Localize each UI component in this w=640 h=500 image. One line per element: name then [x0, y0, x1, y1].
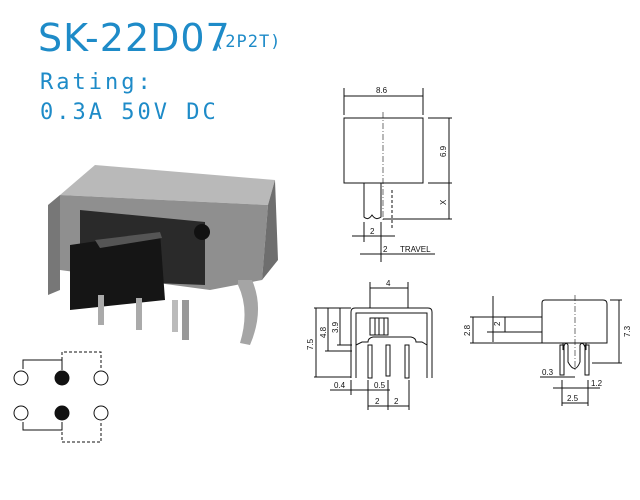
terminal-circle	[13, 370, 29, 386]
dim-pitch-2: 2	[394, 397, 399, 406]
front-view-drawing	[314, 282, 433, 410]
dim-shaft-width: 2	[370, 227, 375, 236]
switch-body	[48, 165, 278, 345]
dim-front-width: 4	[386, 279, 391, 288]
travel-label: TRAVEL	[400, 245, 431, 254]
pole-throw-label: (2P2T)	[214, 32, 282, 52]
dim-pin-spacing: 2.5	[567, 394, 579, 403]
dim-shaft-length: X	[439, 199, 448, 205]
dim-pin-offset: 1.2	[591, 379, 603, 388]
dim-width: 8.6	[376, 86, 388, 95]
model-title: SK-22D07	[38, 16, 231, 60]
dim-travel: 2	[383, 245, 388, 254]
dim-side-height: 7.3	[623, 325, 632, 337]
common-terminal	[54, 405, 70, 421]
top-view-drawing	[343, 88, 452, 262]
dim-total-height: 7.5	[306, 338, 315, 350]
terminal-circle	[13, 405, 29, 421]
rating-value: 0.3A 50V DC	[40, 100, 219, 125]
common-terminal	[54, 370, 70, 386]
dim-pin-a: 0.4	[334, 381, 346, 390]
dim-shaft: 2	[493, 321, 502, 326]
terminal-circle	[93, 405, 109, 421]
dim-pin-thickness: 0.3	[542, 368, 554, 377]
dim-pitch-1: 2	[375, 397, 380, 406]
dim-height-a: 4.8	[319, 326, 328, 338]
side-view-drawing	[470, 295, 622, 406]
switch-schematic	[13, 351, 109, 443]
terminal-circle	[93, 370, 109, 386]
dim-height: 6.9	[439, 145, 448, 157]
dim-pin-b: 0.5	[374, 381, 386, 390]
rating-label: Rating:	[40, 70, 154, 95]
dim-shaft-height: 2.8	[463, 324, 472, 336]
dim-height-b: 3.9	[331, 321, 340, 333]
